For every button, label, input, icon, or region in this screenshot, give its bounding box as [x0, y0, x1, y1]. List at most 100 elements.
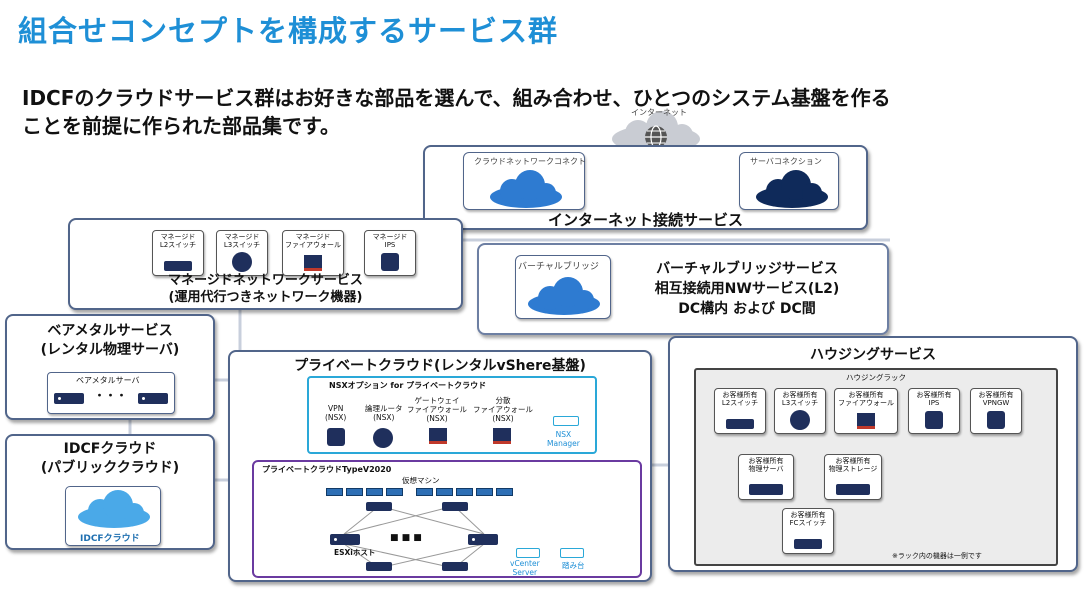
- nsx-dfw-line3: (NSX): [492, 414, 514, 423]
- typev2020-box: プライベートクラウドTypeV2020 仮想マシン ■ ■ ■ ESXiホスト: [252, 460, 642, 578]
- baremetal-title-line1: ベアメタルサービス: [47, 323, 173, 339]
- server-connection-box[interactable]: サーバコネクション: [739, 152, 839, 210]
- managed-title: マネージドネットワークサービス (運用代行つきネットワーク機器): [70, 272, 461, 306]
- fumidai-label: 踏み台: [562, 561, 585, 570]
- server-icon: [54, 393, 84, 404]
- housing-tile-server-line1: お客様所有: [748, 457, 784, 465]
- vcenter-label: vCenter Server: [510, 559, 540, 577]
- housing-tile-fc-line2: FCスイッチ: [789, 519, 827, 527]
- baremetal-server-label: ベアメタルサーバ: [76, 376, 140, 385]
- housing-tile-l2-line2: L2スイッチ: [721, 399, 759, 407]
- nsx-vpn-line2: (NSX): [325, 413, 347, 422]
- esxi-label: ESXiホスト: [334, 548, 376, 557]
- housing-note: ※ラック内の機器は一例です: [892, 552, 982, 560]
- typev2020-title: プライベートクラウドTypeV2020: [262, 465, 392, 474]
- storage-icon: [836, 484, 870, 495]
- baremetal-server-box[interactable]: ベアメタルサーバ ・・・: [47, 372, 175, 414]
- housing-tile-storage-line2: 物理ストレージ: [828, 465, 878, 473]
- vpn-lock-icon: [327, 428, 345, 446]
- housing-tile-storage[interactable]: お客様所有物理ストレージ: [824, 454, 882, 500]
- nsx-vpn-label: VPN(NSX): [325, 404, 346, 422]
- esxi-host-icon: [330, 534, 360, 545]
- cloud-network-connect-box[interactable]: クラウドネットワークコネクト: [463, 152, 586, 210]
- housing-tile-storage-line1: お客様所有: [835, 457, 871, 465]
- firewall-icon: [493, 428, 511, 444]
- vm-icon: [386, 488, 403, 496]
- router-icon: [373, 428, 393, 448]
- vm-icon: [416, 488, 433, 496]
- switch-icon: [366, 562, 392, 571]
- firewall-icon: [429, 428, 447, 444]
- lead-text-line1: IDCFのクラウドサービス群はお好きな部品を選んで、組み合わせ、ひとつのシステム…: [22, 86, 891, 110]
- firewall-icon: [857, 413, 875, 429]
- server-connection-label: サーバコネクション: [750, 157, 822, 166]
- housing-tile-server-line2: 物理サーバ: [748, 465, 784, 473]
- idcf-cloud-box[interactable]: IDCFクラウド: [65, 486, 161, 546]
- vm-icon: [496, 488, 513, 496]
- nsx-dfw-label: 分散ファイアウォール(NSX): [473, 396, 533, 423]
- managed-tile-l3-line1: マネージド: [224, 233, 260, 241]
- managed-tile-ips-line2: IPS: [384, 241, 396, 249]
- nsx-router-line1: 論理ルータ: [365, 404, 403, 413]
- idcf-title: IDCFクラウド (パブリッククラウド): [7, 440, 213, 478]
- esxi-network-lines: [343, 505, 485, 569]
- idcf-cloud-label: IDCFクラウド: [80, 534, 140, 544]
- vm-icon: [476, 488, 493, 496]
- vm-icon: [456, 488, 473, 496]
- virtual-bridge-line3: DC構内 および DC間: [678, 301, 816, 317]
- virtual-bridge-panel: バーチャルブリッジ バーチャルブリッジサービス 相互接続用NWサービス(L2) …: [477, 243, 889, 335]
- cloud-light-blue-icon: [78, 490, 150, 528]
- esxi-dots: ■ ■ ■: [390, 533, 422, 543]
- private-cloud-panel: プライベートクラウド(レンタルvShere基盤) NSXオプション for プラ…: [228, 350, 652, 582]
- cloud-blue-icon: [528, 277, 600, 315]
- firewall-icon: [304, 255, 322, 271]
- nsx-router-label: 論理ルータ(NSX): [365, 404, 403, 422]
- vcenter-icon: [516, 548, 540, 558]
- virtual-bridge-box-label: バーチャルブリッジ: [518, 262, 599, 272]
- housing-tile-l3-line1: お客様所有: [782, 391, 818, 399]
- housing-tile-fw[interactable]: お客様所有ファイアウォール: [834, 388, 898, 434]
- cloud-navy-icon: [756, 170, 828, 208]
- managed-tile-fw-line1: マネージド: [295, 233, 331, 241]
- internet-connection-title: インターネット接続サービス: [547, 211, 743, 229]
- nsx-option-title: NSXオプション for プライベートクラウド: [329, 381, 487, 390]
- managed-tile-fw-line2: ファイアウォール: [285, 241, 341, 249]
- fc-switch-icon: [794, 539, 822, 549]
- internet-label: インターネット: [631, 108, 687, 117]
- virtual-bridge-line2: 相互接続用NWサービス(L2): [654, 281, 840, 297]
- housing-tile-fw-line1: お客様所有: [848, 391, 884, 399]
- managed-tile-l2-line2: L2スイッチ: [159, 241, 197, 249]
- router-icon: [232, 252, 252, 272]
- managed-title-line2: (運用代行つきネットワーク機器): [168, 290, 363, 305]
- ips-icon: [381, 253, 399, 271]
- housing-tile-server[interactable]: お客様所有物理サーバ: [738, 454, 794, 500]
- housing-tile-ips-line1: お客様所有: [916, 391, 952, 399]
- baremetal-panel: ベアメタルサービス (レンタル物理サーバ) ベアメタルサーバ ・・・: [5, 314, 215, 420]
- housing-tile-vpngw-line2: VPNGW: [982, 399, 1010, 407]
- housing-tile-fc-line1: お客様所有: [790, 511, 826, 519]
- virtual-bridge-box[interactable]: バーチャルブリッジ: [515, 255, 611, 319]
- housing-tile-fw-line2: ファイアウォール: [838, 399, 894, 407]
- page-title: 組合せコンセプトを構成するサービス群: [18, 14, 559, 48]
- nsx-gwfw-line2: ファイアウォール: [407, 405, 467, 414]
- vpn-lock-icon: [987, 411, 1005, 429]
- private-cloud-title: プライベートクラウド(レンタルvShere基盤): [294, 358, 586, 374]
- vm-icon: [326, 488, 343, 496]
- managed-tile-fw[interactable]: マネージドファイアウォール: [282, 230, 344, 276]
- esxi-host-icon: [468, 534, 498, 545]
- managed-tile-ips-line1: マネージド: [372, 233, 408, 241]
- nsx-option-box: NSXオプション for プライベートクラウド VPN(NSX) 論理ルータ(N…: [307, 376, 597, 454]
- lead-text-line2: ことを前提に作られた部品集です。: [22, 114, 340, 138]
- router-icon: [790, 410, 810, 430]
- switch-icon: [726, 419, 754, 429]
